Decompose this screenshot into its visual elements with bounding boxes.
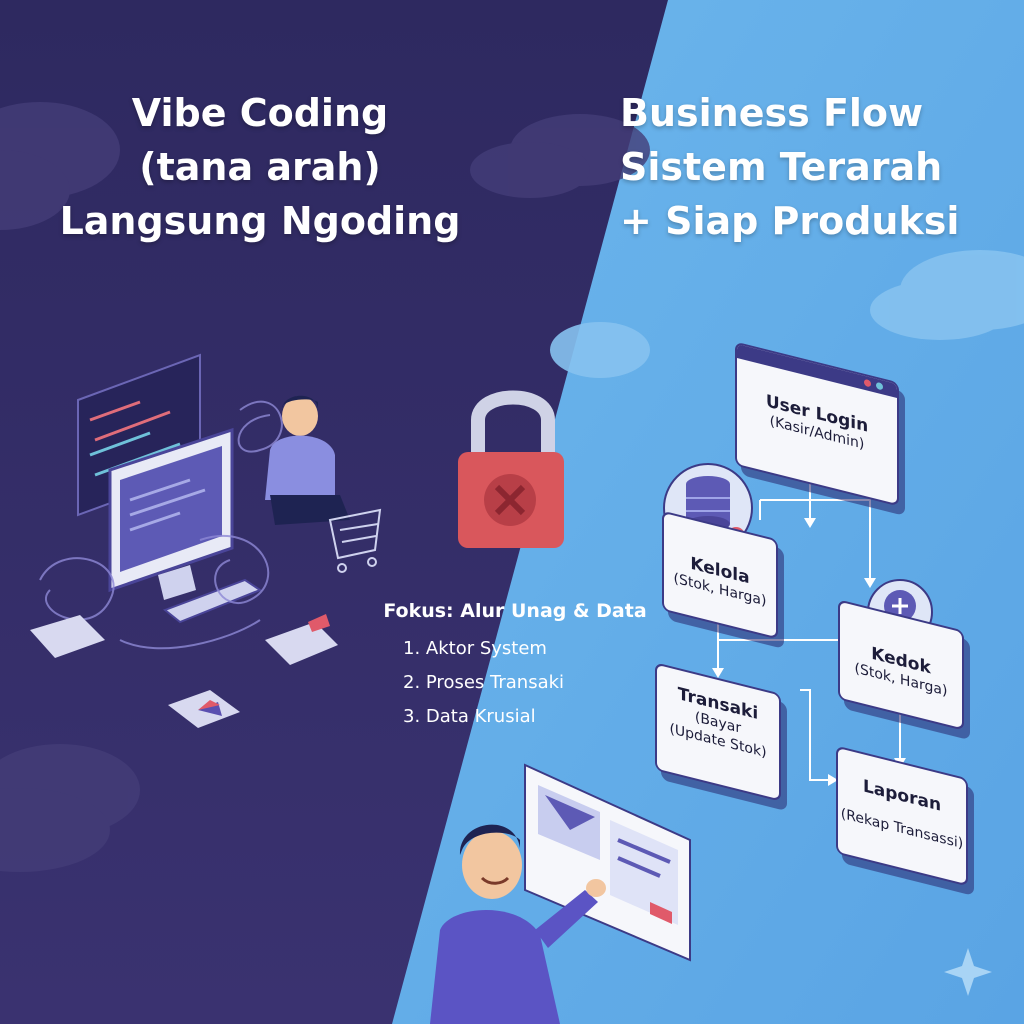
flow-arrows [712, 518, 906, 786]
focus-title: Fokus: Alur Unag & Data [383, 600, 647, 622]
frustrated-developer [265, 395, 350, 525]
focus-list: 1. Aktor System 2. Proses Transaki 3. Da… [345, 632, 685, 734]
focus-panel: Fokus: Alur Unag & Data 1. Aktor System … [345, 600, 685, 734]
left-title-line-1: Vibe Coding [131, 91, 389, 135]
clouds-left [0, 102, 650, 872]
tablet-dashboard [524, 763, 691, 962]
monitor-illustration [77, 353, 263, 624]
focus-item-1: 1. Aktor System [403, 638, 547, 659]
right-title-line-1: Business Flow [620, 91, 924, 135]
lock-icon [458, 390, 564, 548]
left-title: Vibe Coding (tana arah) Langsung Ngoding [0, 86, 520, 248]
browser-dot-icon [876, 381, 883, 391]
sparkle-icon [944, 948, 992, 996]
right-title: Business Flow Sistem Terarah + Siap Prod… [620, 86, 1020, 248]
tangled-cables [39, 400, 283, 650]
left-title-line-2: (tana arah) [139, 145, 381, 189]
clouds-right [550, 250, 1024, 378]
broken-tiles [30, 614, 338, 728]
happy-developer [430, 824, 606, 1024]
left-title-line-3: Langsung Ngoding [59, 199, 461, 243]
browser-dot-icon [864, 378, 871, 388]
focus-item-3: 3. Data Krusial [403, 706, 536, 727]
right-title-line-2: Sistem Terarah [620, 145, 943, 189]
focus-item-2: 2. Proses Transaki [403, 672, 565, 693]
right-title-line-3: + Siap Produksi [620, 199, 960, 243]
cart-icon [328, 508, 382, 573]
